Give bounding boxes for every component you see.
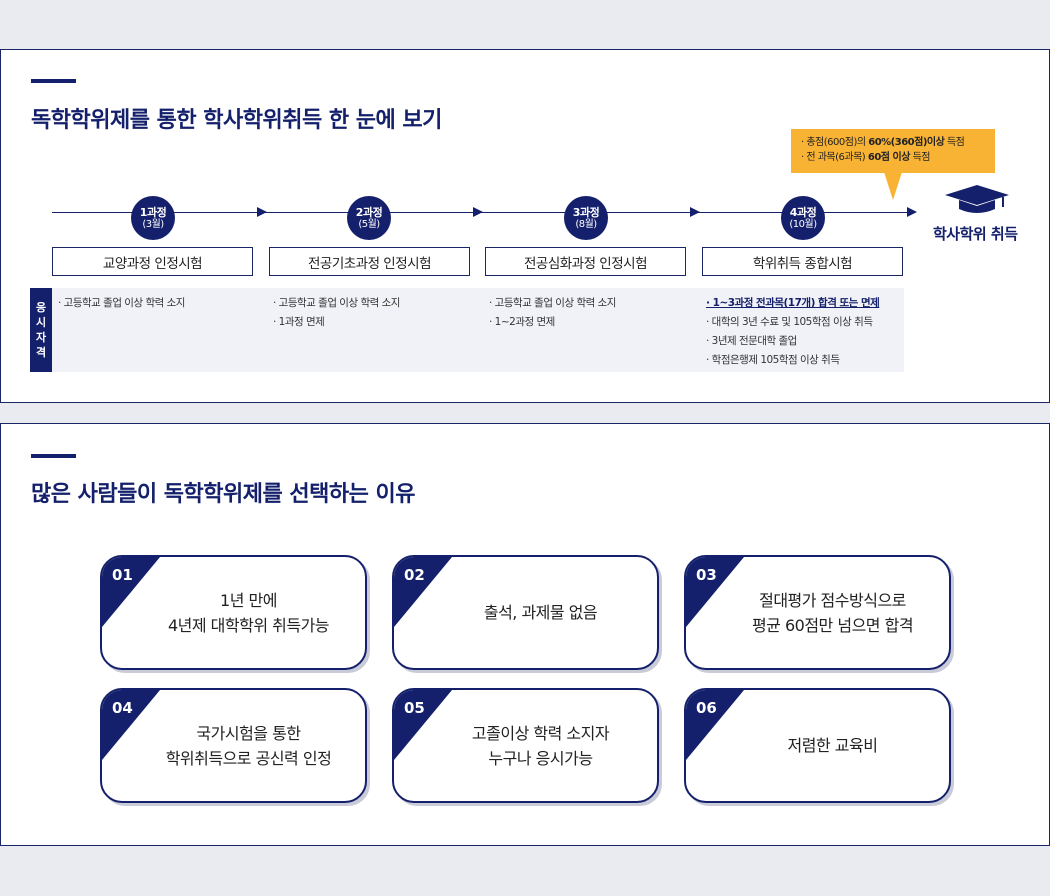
reason-card-03: 03 절대평가 점수방식으로 평균 60점만 넘으면 합격 bbox=[684, 555, 951, 670]
qualification-item: · 3년제 전문대학 졸업 bbox=[706, 335, 797, 347]
stage-month: (8월) bbox=[575, 218, 597, 230]
bachelor-degree-label: 학사학위 취득 bbox=[933, 225, 1018, 243]
stage-1-qualifications: · 고등학교 졸업 이상 학력 소지 bbox=[58, 294, 185, 313]
qualification-item-highlight: · 1~3과정 전과목(17개) 합격 또는 면제 bbox=[706, 297, 880, 309]
card-corner bbox=[102, 690, 160, 760]
callout-line-1: · 총점(600점)의 60%(360점)이상 득점 bbox=[801, 137, 965, 148]
stage-month: (5월) bbox=[358, 218, 380, 230]
stage-2-exam-box: 전공기초과정 인정시험 bbox=[269, 247, 470, 276]
timeline-arrow bbox=[257, 207, 267, 217]
stage-4-circle: 4과정 (10월) bbox=[781, 196, 825, 240]
stage-2-qualifications: · 고등학교 졸업 이상 학력 소지 · 1과정 면제 bbox=[273, 294, 400, 332]
stage-4-qualifications: · 1~3과정 전과목(17개) 합격 또는 면제 · 대학의 3년 수료 및 … bbox=[706, 294, 880, 370]
reason-line: 평균 60점만 넘으면 합격 bbox=[751, 615, 914, 635]
qualification-item: · 1~2과정 면제 bbox=[489, 316, 555, 328]
timeline-arrow bbox=[473, 207, 483, 217]
reasons-panel: 많은 사람들이 독학학위제를 선택하는 이유 01 1년 만에 4년제 대학학위… bbox=[0, 423, 1050, 846]
qualification-area bbox=[52, 288, 904, 372]
card-corner bbox=[686, 557, 744, 627]
stage-name: 3과정 bbox=[572, 205, 600, 219]
reason-card-04: 04 국가시험을 통한 학위취득으로 공신력 인정 bbox=[100, 688, 367, 803]
stage-3-exam-box: 전공심화과정 인정시험 bbox=[485, 247, 686, 276]
stage-1-exam-box: 교양과정 인정시험 bbox=[52, 247, 253, 276]
qualification-label-char: 자 bbox=[35, 331, 47, 344]
reason-line: 절대평가 점수방식으로 bbox=[759, 590, 906, 610]
reason-text: 고졸이상 학력 소지자 누구나 응시가능 bbox=[434, 690, 647, 801]
qualification-label-char: 시 bbox=[35, 316, 47, 329]
qualification-item: · 1과정 면제 bbox=[273, 316, 325, 328]
stage-3-qualifications: · 고등학교 졸업 이상 학력 소지 · 1~2과정 면제 bbox=[489, 294, 616, 332]
stage-name: 4과정 bbox=[789, 205, 817, 219]
stage-name: 2과정 bbox=[355, 205, 383, 219]
stage-2-circle: 2과정 (5월) bbox=[347, 196, 391, 240]
reason-number: 03 bbox=[696, 566, 717, 584]
title-accent-bar bbox=[31, 454, 76, 458]
reason-number: 01 bbox=[112, 566, 133, 584]
overview-title: 독학학위제를 통한 학사학위취득 한 눈에 보기 bbox=[31, 108, 442, 133]
stage-month: (3월) bbox=[142, 218, 164, 230]
reason-text: 저렴한 교육비 bbox=[726, 690, 939, 801]
stage-4-exam-box: 학위취득 종합시험 bbox=[702, 247, 903, 276]
reason-text: 절대평가 점수방식으로 평균 60점만 넘으면 합격 bbox=[726, 557, 939, 668]
reason-line: 저렴한 교육비 bbox=[787, 736, 878, 755]
card-corner bbox=[102, 557, 160, 627]
qualification-item: · 고등학교 졸업 이상 학력 소지 bbox=[273, 297, 400, 309]
graduation-cap-icon bbox=[945, 185, 1009, 213]
card-corner bbox=[394, 557, 452, 627]
qualification-item: · 고등학교 졸업 이상 학력 소지 bbox=[58, 297, 185, 309]
qualification-label-char: 격 bbox=[35, 346, 47, 359]
overview-panel: 독학학위제를 통한 학사학위취득 한 눈에 보기 · 총점(600점)의 60%… bbox=[0, 49, 1050, 403]
reason-text: 국가시험을 통한 학위취득으로 공신력 인정 bbox=[142, 690, 355, 801]
reason-card-05: 05 고졸이상 학력 소지자 누구나 응시가능 bbox=[392, 688, 659, 803]
reason-card-06: 06 저렴한 교육비 bbox=[684, 688, 951, 803]
reason-line: 국가시험을 통한 bbox=[196, 723, 301, 743]
stage-month: (10월) bbox=[789, 218, 817, 230]
reason-number: 06 bbox=[696, 699, 717, 717]
callout-pointer bbox=[884, 172, 902, 200]
reason-number: 04 bbox=[112, 699, 133, 717]
qualification-label-char: 응 bbox=[35, 301, 47, 314]
reason-card-01: 01 1년 만에 4년제 대학학위 취득가능 bbox=[100, 555, 367, 670]
final-exam-pass-criteria-callout: · 총점(600점)의 60%(360점)이상 득점 · 전 과목(6과목) 6… bbox=[791, 129, 995, 173]
qualification-item: · 고등학교 졸업 이상 학력 소지 bbox=[489, 297, 616, 309]
reason-line: 고졸이상 학력 소지자 bbox=[471, 723, 610, 743]
stage-name: 1과정 bbox=[139, 205, 167, 219]
reason-line: 학위취득으로 공신력 인정 bbox=[165, 748, 332, 768]
qualification-item: · 대학의 3년 수료 및 105학점 이상 취득 bbox=[706, 316, 873, 328]
reason-text: 출석, 과제물 없음 bbox=[434, 557, 647, 668]
timeline-arrow bbox=[690, 207, 700, 217]
reason-line: 출석, 과제물 없음 bbox=[483, 603, 598, 622]
reason-number: 05 bbox=[404, 699, 425, 717]
callout-line-2: · 전 과목(6과목) 60점 이상 득점 bbox=[801, 152, 930, 163]
reason-line: 누구나 응시가능 bbox=[488, 748, 593, 768]
reason-line: 1년 만에 bbox=[220, 590, 277, 610]
stage-3-circle: 3과정 (8월) bbox=[564, 196, 608, 240]
timeline-arrow bbox=[907, 207, 917, 217]
reasons-title: 많은 사람들이 독학학위제를 선택하는 이유 bbox=[31, 482, 415, 507]
stage-1-circle: 1과정 (3월) bbox=[131, 196, 175, 240]
reason-number: 02 bbox=[404, 566, 425, 584]
card-corner bbox=[686, 690, 744, 760]
qualification-label: 응 시 자 격 bbox=[30, 288, 52, 372]
reason-card-02: 02 출석, 과제물 없음 bbox=[392, 555, 659, 670]
reason-text: 1년 만에 4년제 대학학위 취득가능 bbox=[142, 557, 355, 668]
card-corner bbox=[394, 690, 452, 760]
qualification-item: · 학점은행제 105학점 이상 취득 bbox=[706, 354, 840, 366]
title-accent-bar bbox=[31, 79, 76, 83]
reason-line: 4년제 대학학위 취득가능 bbox=[167, 615, 330, 635]
